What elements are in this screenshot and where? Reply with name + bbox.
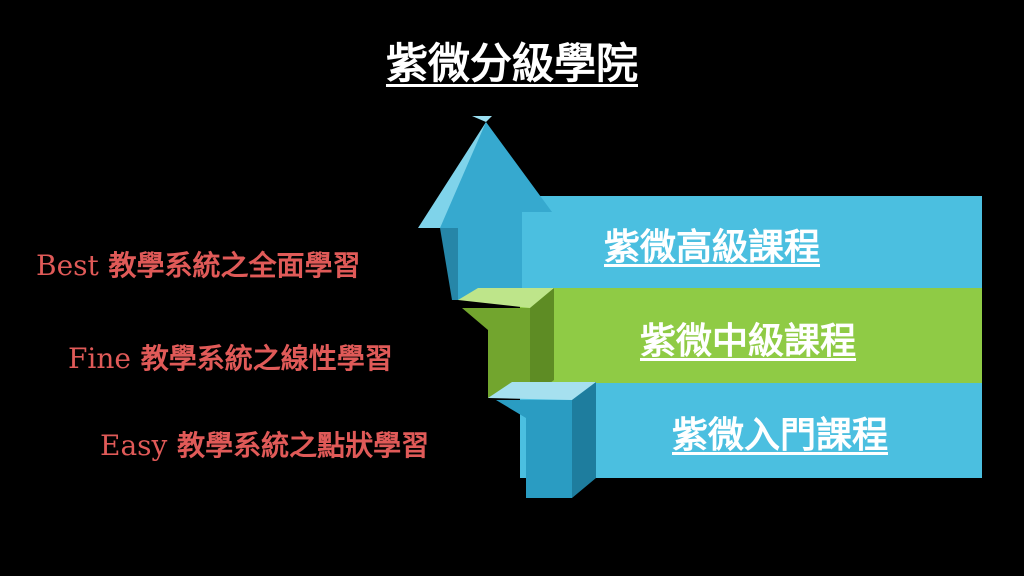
side-label-fine-zh: 教學系統之線性學習 bbox=[140, 342, 393, 375]
step-green-front bbox=[462, 308, 530, 398]
side-label-easy: Easy 教學系統之點狀學習 bbox=[100, 424, 429, 464]
step-blue-right bbox=[572, 382, 596, 498]
side-label-easy-zh: 教學系統之點狀學習 bbox=[177, 429, 430, 462]
slide-title: 紫微分級學院 bbox=[385, 39, 638, 88]
band-intro bbox=[520, 383, 982, 478]
side-label-best-zh: 教學系統之全面學習 bbox=[108, 249, 361, 282]
band-label-advanced: 紫微高級課程 bbox=[604, 227, 821, 268]
side-label-fine-en: Fine bbox=[68, 342, 131, 375]
side-label-fine: Fine 教學系統之線性學習 bbox=[68, 337, 393, 377]
step-blue-front bbox=[496, 400, 572, 498]
arrow-head-top bbox=[472, 116, 492, 122]
step-green-right bbox=[530, 288, 554, 398]
side-label-easy-en: Easy bbox=[100, 429, 168, 462]
step-blue-top bbox=[488, 382, 596, 400]
arrow-shape bbox=[418, 116, 596, 498]
side-label-best-en: Best bbox=[36, 249, 99, 282]
arrow-head-front bbox=[440, 122, 552, 300]
arrow-shaft-left bbox=[440, 228, 458, 300]
band-advanced bbox=[520, 196, 982, 288]
band-label-intro: 紫微入門課程 bbox=[672, 415, 889, 456]
band-intermediate bbox=[520, 288, 982, 383]
side-label-best: Best 教學系統之全面學習 bbox=[36, 244, 361, 284]
band-label-intermediate: 紫微中級課程 bbox=[640, 321, 857, 362]
step-green-top bbox=[458, 288, 554, 308]
